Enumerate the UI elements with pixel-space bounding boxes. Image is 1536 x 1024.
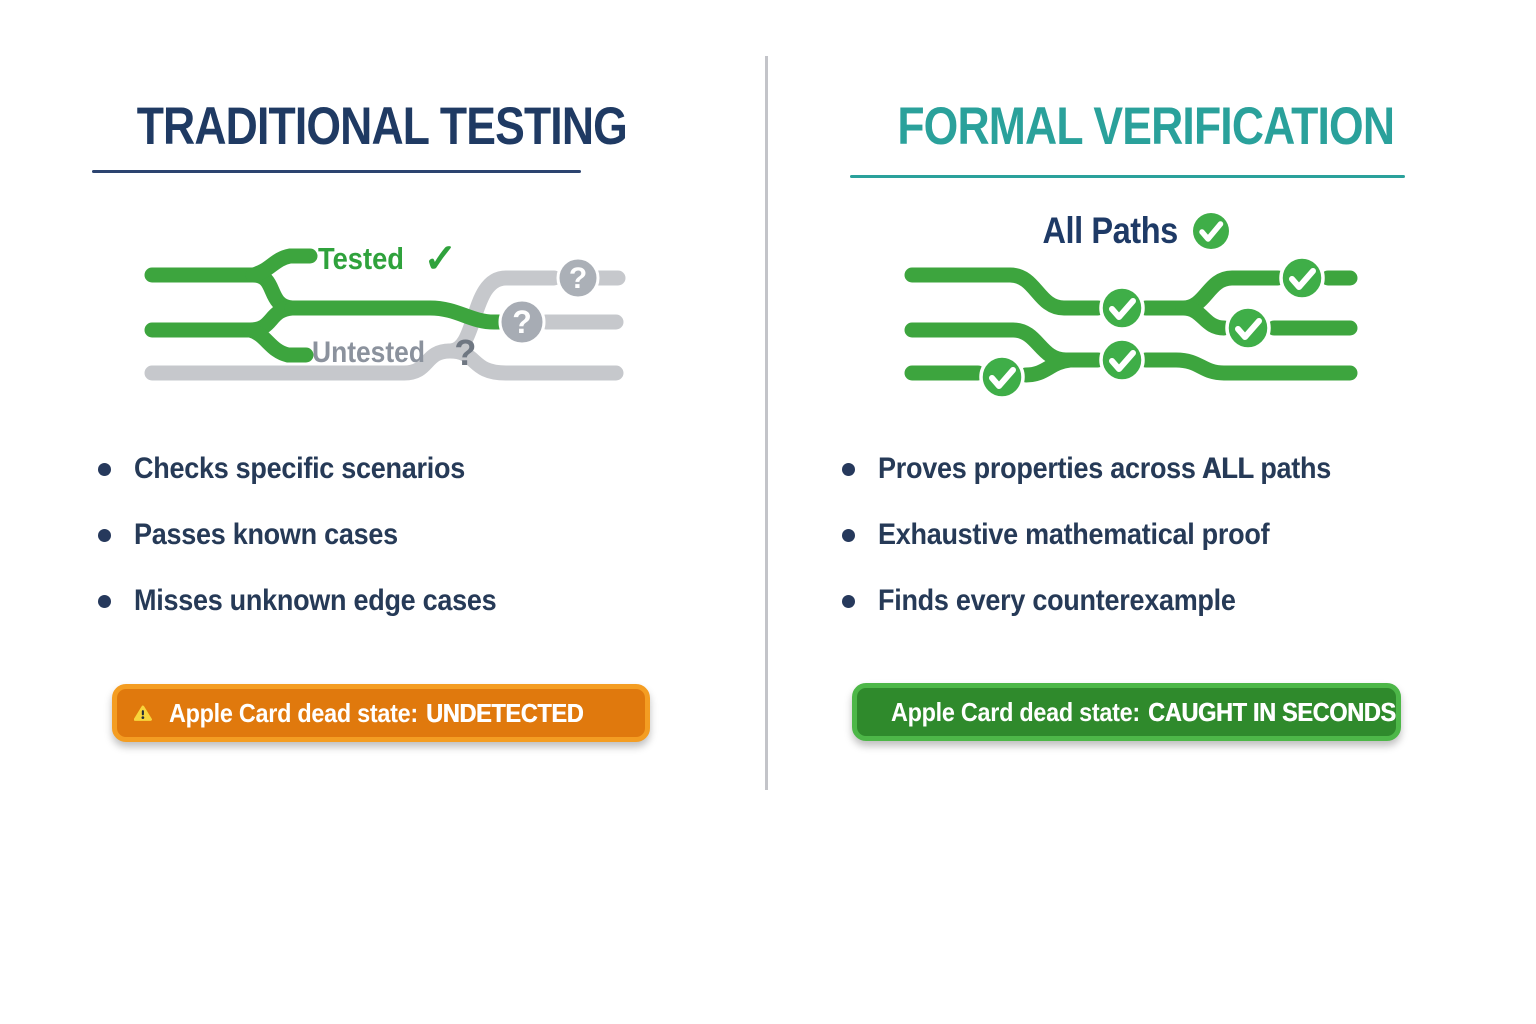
traditional-testing-bullet-list: Checks specific scenarios Passes known c…: [98, 452, 537, 650]
list-item: Exhaustive mathematical proof: [842, 518, 1381, 552]
banner-status: UNDETECTED: [425, 697, 583, 728]
untested-gray-paths: [144, 270, 626, 381]
list-item: Proves properties across ALL paths: [842, 452, 1381, 486]
bullet-dot: [98, 462, 111, 476]
bullet-text-pre: Proves properties across: [878, 452, 1202, 485]
tested-green-paths: [144, 248, 508, 363]
list-item: Misses unknown edge cases: [98, 584, 537, 618]
check-badge-icon: [1099, 285, 1145, 331]
banner-text: Apple Card dead state: CAUGHT IN SECONDS: [891, 697, 1396, 728]
bullet-text: Checks specific scenarios: [134, 452, 465, 485]
tested-label-text: Tested: [318, 241, 404, 276]
banner-status: CAUGHT IN SECONDS: [1148, 696, 1396, 727]
question-badge-icon: ?: [556, 256, 600, 300]
left-column-title: TRADITIONAL TESTING: [90, 96, 628, 157]
banner-prefix: Apple Card dead state:: [891, 696, 1140, 727]
bullet-dot: [842, 528, 855, 542]
bullet-text-post: paths: [1253, 452, 1331, 485]
formal-verification-bullet-list: Proves properties across ALL paths Exhau…: [842, 452, 1381, 650]
question-badge-icon: ?: [498, 298, 546, 346]
check-badge-icon: [1099, 337, 1145, 383]
right-title-underline: [850, 175, 1405, 178]
all-paths-text: All Paths: [1042, 210, 1178, 251]
list-item: Passes known cases: [98, 518, 537, 552]
tested-label: Tested ✓: [318, 236, 457, 282]
left-title-underline: [92, 170, 581, 173]
check-badge-icon: [1225, 305, 1271, 351]
undetected-warning-banner: Apple Card dead state:UNDETECTED: [112, 684, 650, 742]
check-badge-icon: [979, 354, 1025, 400]
check-badge-icon: [1279, 255, 1325, 301]
list-item: Finds every counterexample: [842, 584, 1381, 618]
bullet-text-strong: ALL: [1201, 452, 1254, 485]
bullet-text: Misses unknown edge cases: [134, 584, 497, 617]
right-title-text: FORMAL VERIFICATION: [897, 97, 1395, 156]
bullet-text: Proves properties across ALL paths: [878, 452, 1331, 486]
bullet-dot: [842, 594, 855, 608]
warning-triangle-icon: [134, 705, 152, 721]
left-title-text: TRADITIONAL TESTING: [136, 97, 628, 156]
right-column-title: FORMAL VERIFICATION: [850, 96, 1405, 157]
bullet-text: Passes known cases: [134, 518, 398, 551]
formal-verification-branch-diagram: [904, 255, 1358, 400]
question-glyph: ?: [569, 262, 587, 295]
untested-label: Untested ?: [312, 332, 476, 374]
check-circle-icon: [1193, 213, 1230, 249]
column-divider: [765, 56, 768, 790]
untested-label-text: Untested: [312, 336, 425, 369]
bullet-dot: [98, 594, 111, 608]
all-paths-label: All Paths: [850, 210, 1405, 252]
bullet-dot: [842, 462, 855, 476]
caught-success-banner: Apple Card dead state: CAUGHT IN SECONDS: [852, 683, 1401, 741]
question-glyph: ?: [512, 304, 532, 340]
check-icon: ✓: [423, 237, 458, 281]
bullet-text: Finds every counterexample: [878, 584, 1236, 617]
banner-text: Apple Card dead state:UNDETECTED: [169, 698, 583, 729]
traditional-testing-branch-diagram: ? ?: [144, 248, 626, 381]
list-item: Checks specific scenarios: [98, 452, 537, 486]
banner-prefix: Apple Card dead state:: [168, 697, 418, 728]
bullet-dot: [98, 528, 111, 542]
verified-green-paths: [904, 267, 1358, 383]
question-icon: ?: [454, 332, 477, 373]
bullet-text: Exhaustive mathematical proof: [878, 518, 1270, 551]
